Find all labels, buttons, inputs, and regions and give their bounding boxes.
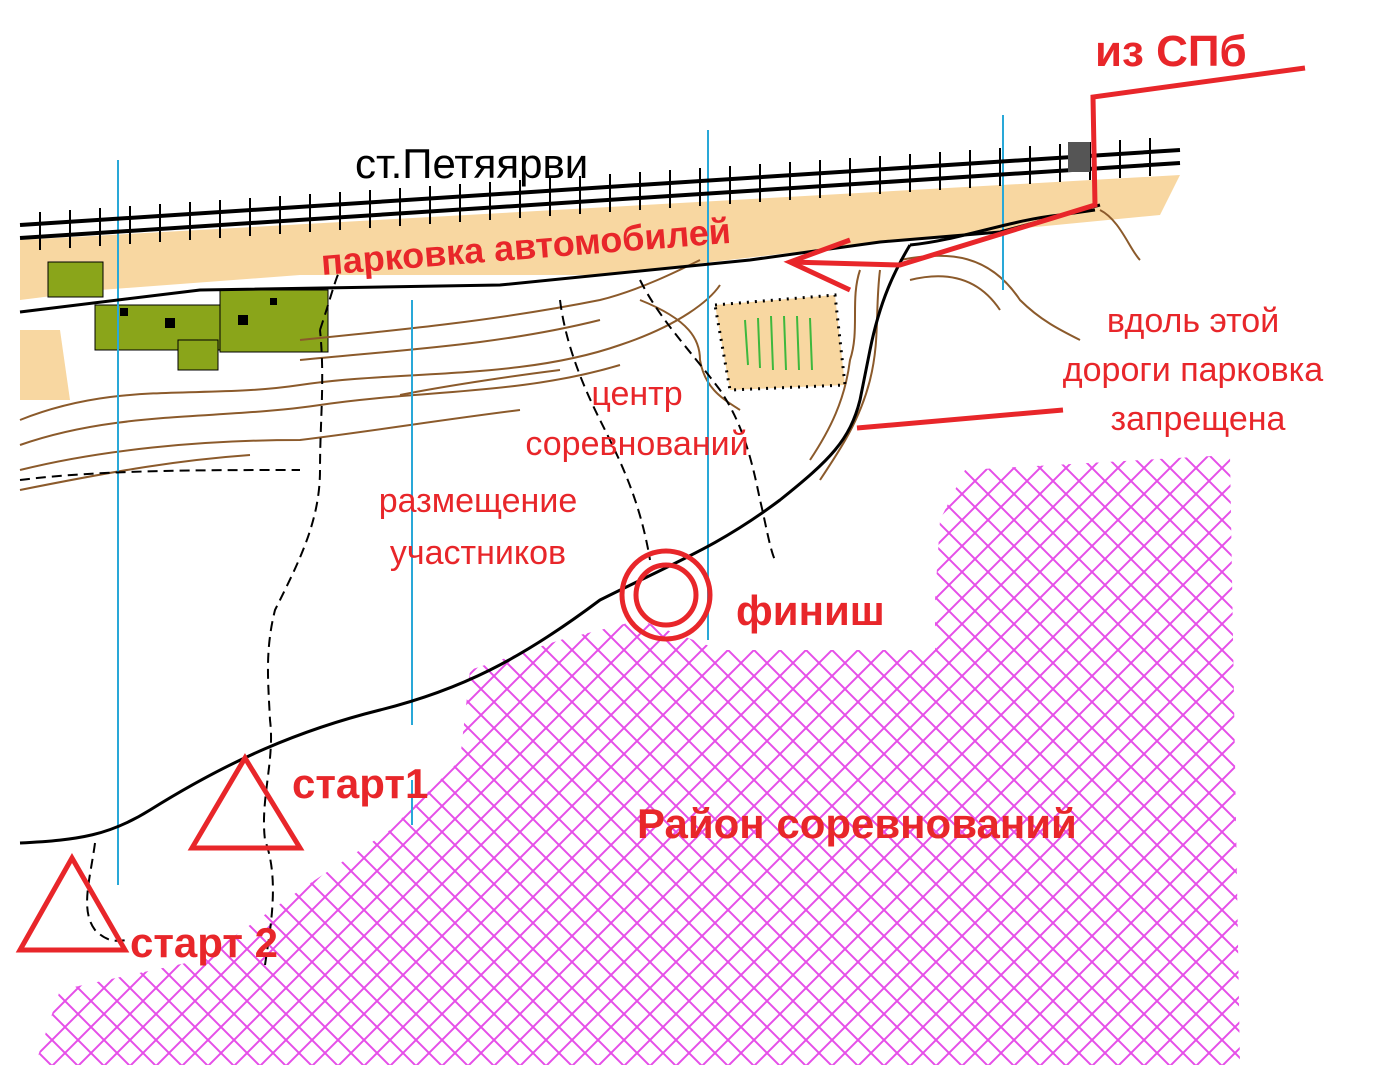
field-boundary	[713, 293, 847, 392]
railway	[19, 138, 1181, 250]
finish-label: финиш	[736, 587, 885, 634]
from-spb-label: из СПб	[1095, 27, 1247, 76]
start1-label: старт1	[292, 760, 428, 807]
competition-area-hatch	[35, 455, 1240, 1065]
center-line1: центр	[591, 375, 682, 413]
no-parking-line1: вдоль этой	[1107, 302, 1279, 340]
station-platform	[1068, 142, 1090, 172]
spb-route-arrow	[783, 65, 1306, 293]
start2-label: старт 2	[130, 919, 278, 966]
no-parking-line2: дороги парковка	[1063, 351, 1323, 389]
settlement-buildings	[120, 298, 277, 328]
competition-area-label: Район соревнований	[637, 800, 1077, 847]
magnetic-north-lines	[117, 115, 1004, 885]
station-label: ст.Петяярви	[355, 140, 588, 187]
finish-marker	[619, 548, 713, 642]
contour-lines	[19, 209, 1141, 491]
no-parking-pointer	[856, 407, 1064, 431]
paths	[19, 269, 776, 966]
accommodation-line1: размещение	[379, 482, 578, 520]
start2-triangle	[15, 852, 130, 953]
accommodation-line2: участников	[390, 534, 566, 572]
center-line2: соревнований	[525, 425, 748, 463]
no-parking-line3: запрещена	[1111, 400, 1286, 438]
field-hatch	[744, 315, 813, 371]
start1-triangle	[187, 753, 305, 851]
